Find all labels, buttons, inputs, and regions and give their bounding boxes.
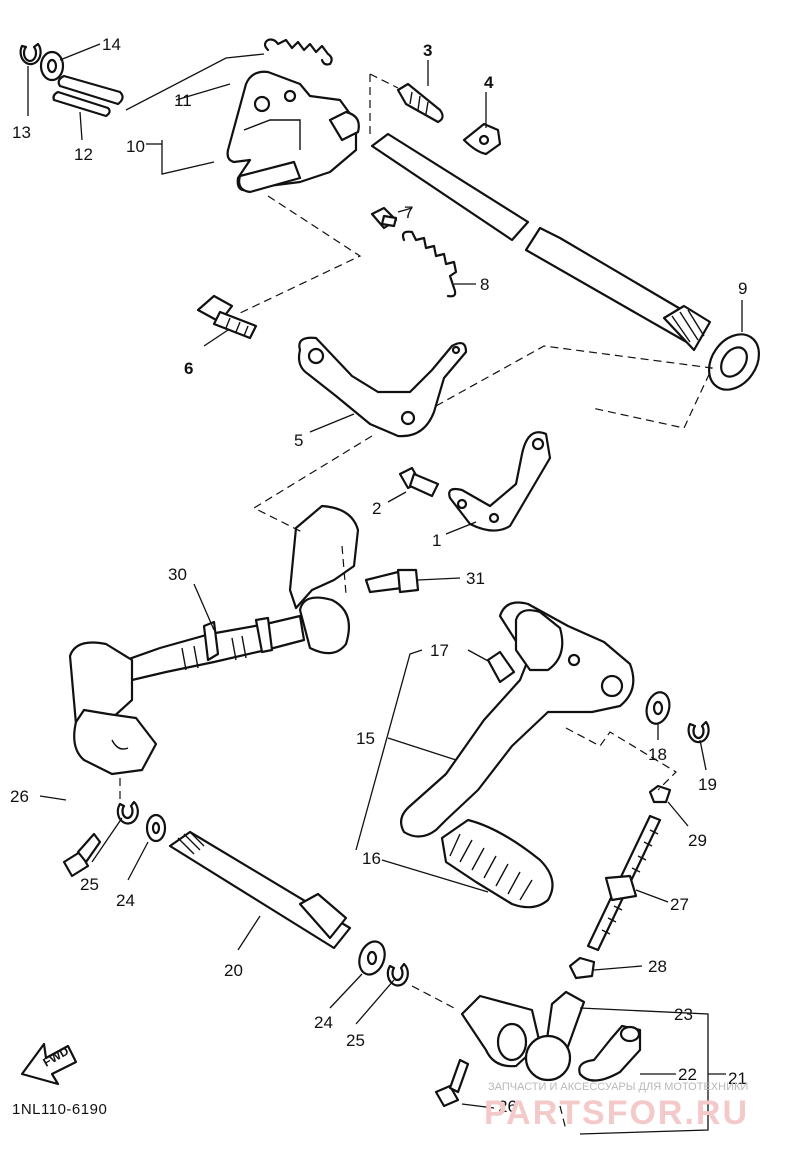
part-31-bolt [364, 568, 420, 594]
label-16: 16 [362, 849, 381, 868]
label-27: 27 [670, 895, 689, 914]
part-7-bolt [370, 206, 398, 230]
label-19: 19 [698, 775, 717, 794]
label-4: 4 [484, 73, 494, 92]
part-6-bolt [196, 294, 258, 340]
part-18-washer [645, 691, 671, 725]
part-27-rod [586, 814, 662, 952]
label-25-a: 25 [80, 875, 99, 894]
label-10: 10 [126, 137, 145, 156]
label-23: 23 [674, 1005, 693, 1024]
label-1: 1 [432, 531, 441, 550]
label-3: 3 [423, 41, 432, 60]
part-17-pin [486, 650, 516, 684]
label-24-b: 24 [314, 1013, 333, 1032]
part-labels: 14 13 12 11 10 3 4 7 8 9 6 5 2 1 31 30 1… [10, 35, 747, 1116]
label-20: 20 [224, 961, 243, 980]
label-18: 18 [648, 745, 667, 764]
diagram-code: 1NL110-6190 [12, 1101, 107, 1118]
label-31: 31 [466, 569, 485, 588]
label-15: 15 [356, 729, 375, 748]
watermark: ЗАПЧАСТИ И АКСЕССУАРЫ ДЛЯ МОТОТЕХНИКИ PA… [484, 1081, 749, 1132]
label-25-b: 25 [346, 1031, 365, 1050]
label-6: 6 [184, 359, 193, 378]
part-4-plate [462, 122, 502, 156]
part-3-stud-bolt [396, 82, 444, 124]
label-28: 28 [648, 957, 667, 976]
part-26-bolt-a [62, 832, 102, 878]
label-13: 13 [12, 123, 31, 142]
part-16-pedal-rubber [440, 818, 554, 909]
part-5-stopper-lever [297, 336, 468, 438]
part-1-plate [448, 431, 552, 532]
part-19-circlip [687, 720, 710, 744]
label-26-a: 26 [10, 787, 29, 806]
part-26-bolt-b [434, 1058, 470, 1108]
label-2: 2 [372, 499, 381, 518]
part-21-cover [578, 1024, 642, 1082]
label-7: 7 [404, 203, 413, 222]
leader-lines [27, 43, 743, 1135]
label-8: 8 [480, 275, 489, 294]
part-12-pin [52, 74, 124, 118]
watermark-brand: PARTSFOR.RU [484, 1094, 749, 1132]
part-2-bolt [398, 466, 440, 498]
part-30-shift-rod [68, 504, 360, 776]
part-15-shift-pedal [399, 601, 635, 838]
part-9-shift-shaft [370, 132, 712, 352]
part-25-circlip-b [386, 962, 409, 987]
label-12: 12 [74, 145, 93, 164]
part-29-nut [648, 784, 672, 804]
label-30: 30 [168, 565, 187, 584]
part-20-shaft [168, 830, 352, 950]
label-21: 21 [728, 1069, 747, 1088]
label-14: 14 [102, 35, 121, 54]
dashed-boundaries [119, 73, 713, 1131]
part-24-washer-b [358, 940, 386, 976]
part-24-washer-a [145, 813, 167, 843]
part-13-circlip [19, 42, 42, 66]
part-14-washer [39, 50, 65, 82]
watermark-tagline: ЗАПЧАСТИ И АКСЕССУАРЫ ДЛЯ МОТОТЕХНИКИ [488, 1081, 748, 1093]
label-24-a: 24 [116, 891, 135, 910]
part-23-ball-joint [524, 990, 586, 1082]
part-28-nut [568, 956, 596, 980]
label-11: 11 [174, 91, 192, 110]
label-22: 22 [678, 1065, 697, 1084]
label-9: 9 [738, 279, 747, 298]
label-29: 29 [688, 831, 707, 850]
label-26-b: 26 [498, 1097, 517, 1116]
label-17: 17 [430, 641, 449, 660]
part-22-rod-end [460, 994, 542, 1068]
part-11-spring [263, 38, 333, 66]
part-10-shift-lever-assembly [226, 70, 360, 194]
part-9-bearing [707, 333, 761, 391]
label-5: 5 [294, 431, 303, 450]
fwd-arrow-icon: FWD [20, 1042, 78, 1086]
part-8-spring [401, 230, 458, 298]
